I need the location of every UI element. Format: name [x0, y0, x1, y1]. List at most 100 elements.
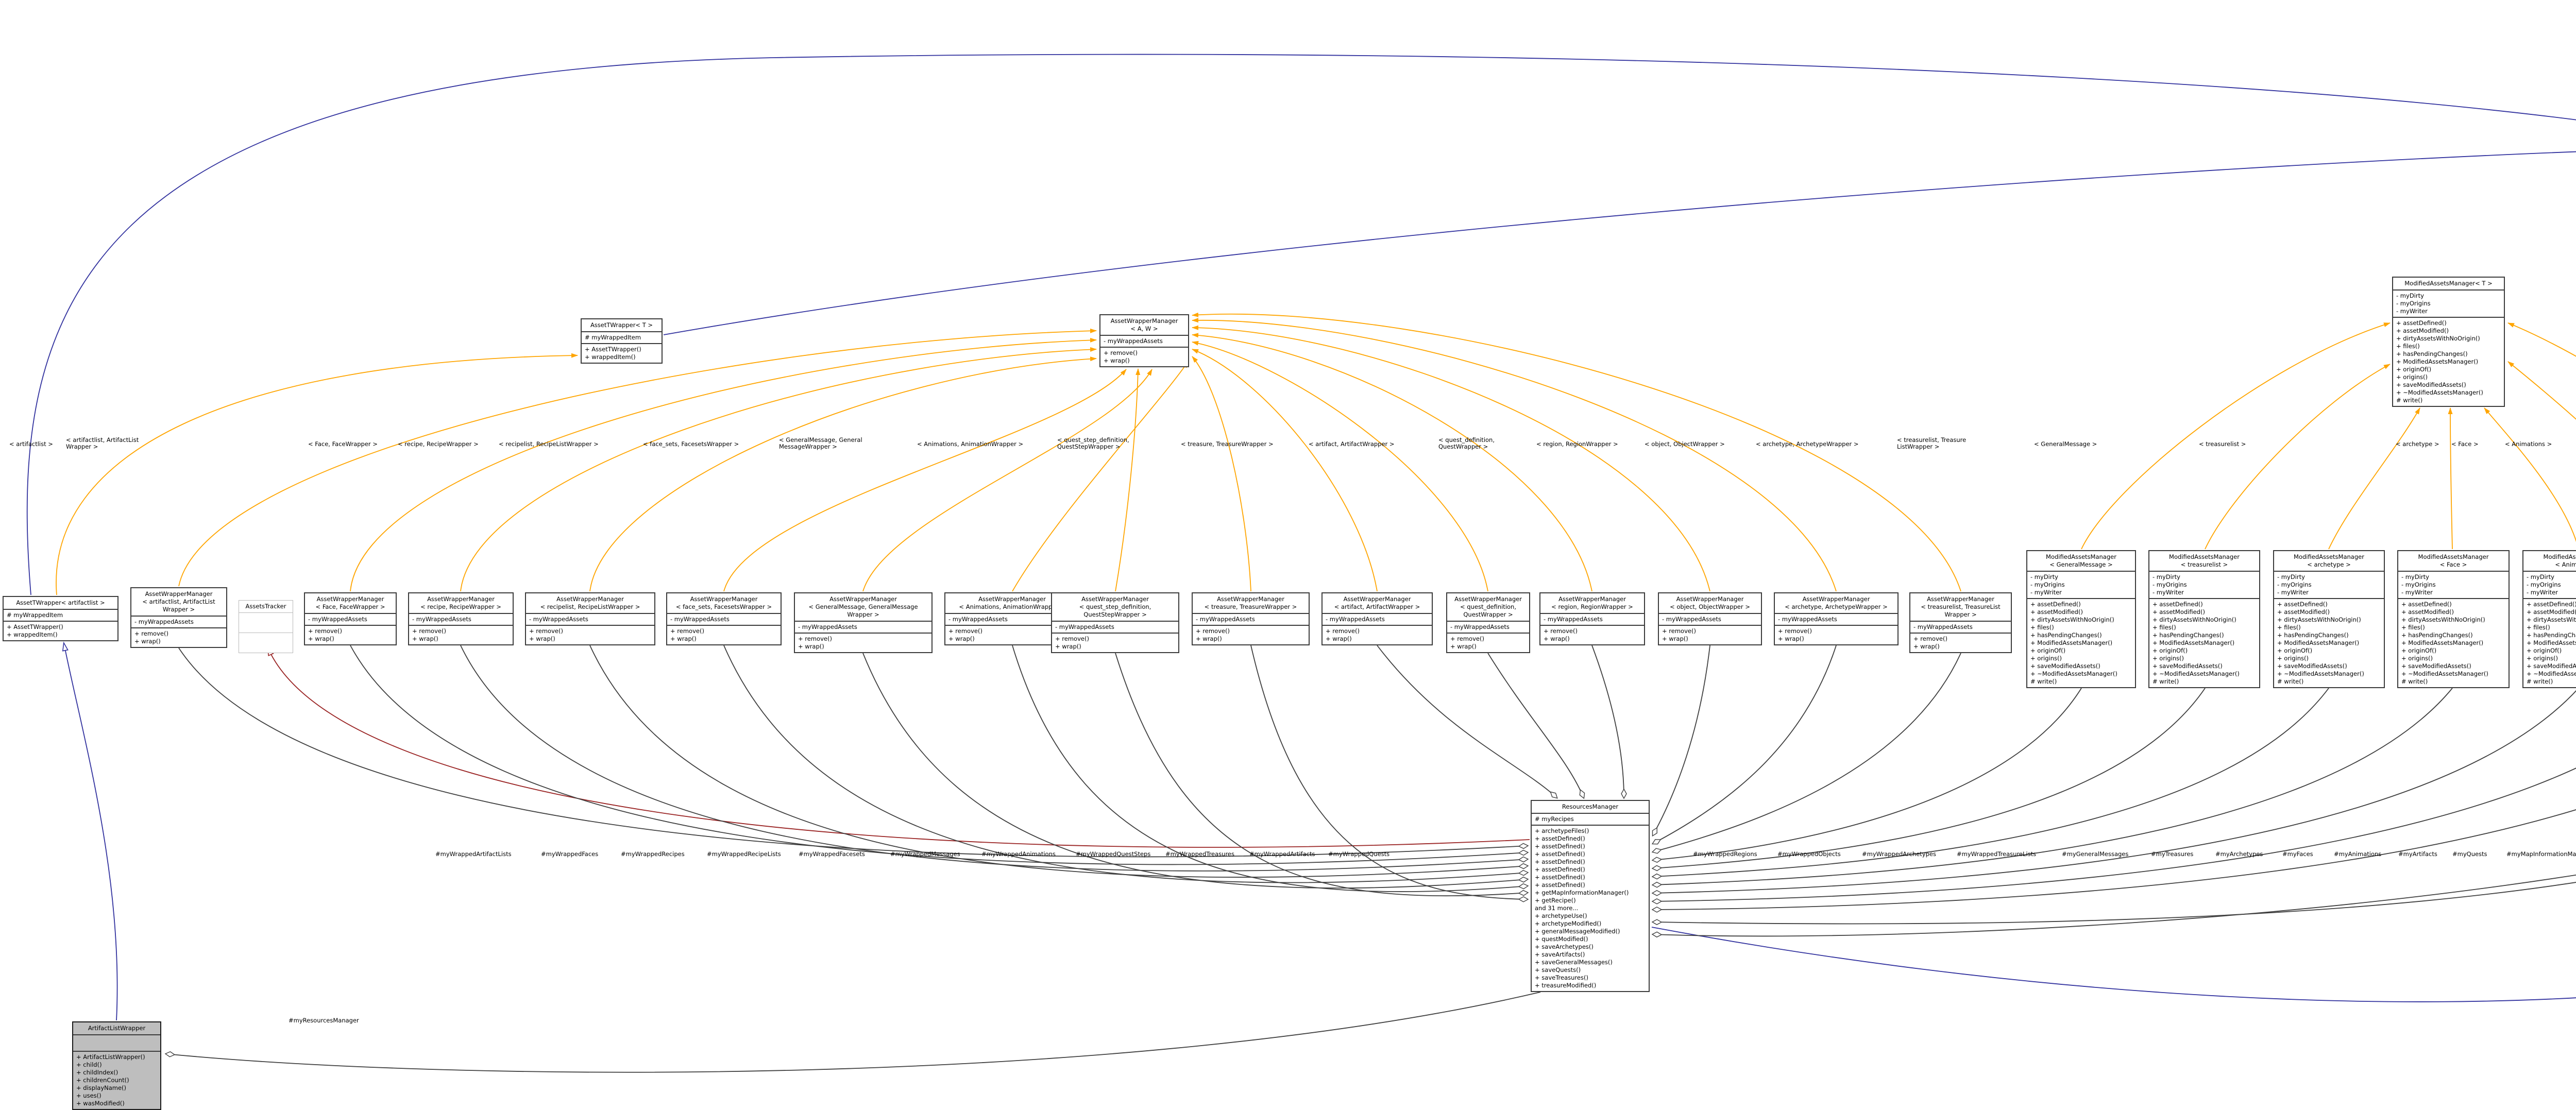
edge-label-w_recipes: #myWrappedRecipes	[621, 850, 685, 858]
class-node-mam_template[interactable]: ModifiedAssetsManager< T > - myDirty- myO…	[2392, 277, 2505, 407]
edge-label-w_archetypes: #myWrappedArchetypes	[1862, 850, 1936, 858]
methods-compartment: + AssetTWrapper()+ wrappedItem()	[582, 343, 662, 363]
methods-compartment: + AssetTWrapper()+ wrappedItem()	[4, 621, 117, 640]
class-title: AssetWrapperManager< face_sets, Facesets…	[675, 595, 772, 610]
class-node-atw_artifactlist[interactable]: AssetTWrapper< artifactlist ># myWrapped…	[3, 596, 118, 641]
edge-label-t_m_treasurelist: < treasurelist >	[2199, 440, 2246, 448]
class-node-awm_facesets[interactable]: AssetWrapperManager< face_sets, Facesets…	[666, 592, 782, 645]
attributes-compartment: - myWrappedAssets	[1659, 613, 1761, 625]
class-title: AssetTWrapper< T >	[590, 321, 653, 329]
edge-label-resourcesmgr: #myResourcesManager	[289, 1017, 359, 1024]
edge-label-w_treasurelists: #myWrappedTreasureLists	[1957, 850, 2037, 858]
attributes-compartment: - myDirty- myOrigins- myWriter	[2274, 571, 2384, 598]
edge-label-w_artifacts: #myWrappedArtifacts	[1249, 850, 1315, 858]
class-node-awm_treasurelist[interactable]: AssetWrapperManager< treasurelist, Treas…	[1909, 592, 2012, 653]
edge-label-t_treasure: < treasure, TreasureWrapper >	[1181, 440, 1274, 448]
edge-label-w_objects: #myWrappedObjects	[1777, 850, 1841, 858]
edge-label-t_generalmessage: < GeneralMessage, General MessageWrapper…	[779, 436, 862, 450]
class-title: AssetWrapperManager< A, W >	[1110, 317, 1178, 332]
attributes-compartment: - myWrappedAssets	[526, 613, 654, 625]
edge-label-t_m_generalmessage: < GeneralMessage >	[2034, 440, 2097, 448]
attributes-compartment	[239, 612, 293, 633]
class-node-awm_artifact[interactable]: AssetWrapperManager< artifact, ArtifactW…	[1321, 592, 1433, 645]
class-node-artifact_list_wrapper[interactable]: ArtifactListWrapper+ ArtifactListWrapper…	[72, 1021, 161, 1110]
edge-label-w_treasures: #myWrappedTreasures	[1165, 850, 1235, 858]
methods-compartment: + remove()+ wrap()	[1659, 625, 1761, 644]
class-node-awm_object[interactable]: AssetWrapperManager< object, ObjectWrapp…	[1658, 592, 1762, 645]
class-node-assets_tracker[interactable]: AssetsTracker	[239, 600, 293, 653]
edge-label-t_m_face: < Face >	[2451, 440, 2479, 448]
edge-label-t_recipelist: < recipelist, RecipeListWrapper >	[499, 440, 599, 448]
edge-label-w_faces: #myWrappedFaces	[541, 850, 599, 858]
attributes-compartment: - myWrappedAssets	[1447, 621, 1529, 633]
class-title: ModifiedAssetsManager< Animations >	[2543, 553, 2576, 568]
class-node-awm_questdef[interactable]: AssetWrapperManager< quest_definition,Qu…	[1446, 592, 1530, 653]
class-node-mam_face[interactable]: ModifiedAssetsManager< Face >- myDirty- …	[2397, 550, 2510, 688]
attributes-compartment: - myWrappedAssets	[1323, 613, 1432, 625]
class-node-mam_animations[interactable]: ModifiedAssetsManager< Animations > - myD…	[2522, 550, 2576, 688]
class-node-mam_treasurelist[interactable]: ModifiedAssetsManager< treasurelist >- m…	[2148, 550, 2260, 688]
methods-compartment: + remove()+ wrap()	[945, 625, 1079, 644]
class-node-awm_archetype[interactable]: AssetWrapperManager< archetype, Archetyp…	[1774, 592, 1899, 645]
edge-label-t_region: < region, RegionWrapper >	[1536, 440, 1618, 448]
class-node-awm_artifactlist[interactable]: AssetWrapperManager< artifactlist, Artif…	[130, 587, 227, 648]
methods-compartment: + remove()+ wrap()	[1052, 633, 1178, 652]
class-title: AssetWrapperManager< recipelist, RecipeL…	[540, 595, 640, 610]
edge-label-m_quests: #myQuests	[2452, 850, 2487, 858]
class-node-awm_queststep[interactable]: AssetWrapperManager< quest_step_definiti…	[1051, 592, 1179, 653]
edge-label-w_queststeps: #myWrappedQuestSteps	[1076, 850, 1151, 858]
class-node-atw_template[interactable]: AssetTWrapper< T > # myWrappedItem+ Asset…	[581, 318, 663, 364]
methods-compartment: + ArtifactListWrapper()+ child()+ childI…	[73, 1051, 160, 1109]
methods-compartment	[239, 633, 293, 653]
edge-label-w_facesets: #myWrappedFacesets	[799, 850, 865, 858]
methods-compartment: + assetDefined()+ assetModified()+ dirty…	[2274, 598, 2384, 687]
class-title: AssetWrapperManager< object, ObjectWrapp…	[1670, 595, 1750, 610]
class-title: ModifiedAssetsManager< T >	[2404, 280, 2493, 287]
attributes-compartment: # myWrappedItem	[582, 331, 662, 343]
class-node-awm_recipe[interactable]: AssetWrapperManager< recipe, RecipeWrapp…	[408, 592, 514, 645]
class-node-awm_treasure[interactable]: AssetWrapperManager< treasure, TreasureW…	[1192, 592, 1310, 645]
edge-label-m_animations: #myAnimations	[2334, 850, 2382, 858]
edge-label-mapinfomgr: #myMapInformationManager	[2506, 850, 2576, 858]
edge-label-t_m_archetype: < archetype >	[2396, 440, 2439, 448]
edge-label-t_treasurelist: < treasurelist, Treasure ListWrapper >	[1897, 436, 1967, 450]
edge-label-t_object: < object, ObjectWrapper >	[1645, 440, 1725, 448]
class-node-awm_face[interactable]: AssetWrapperManager< Face, FaceWrapper >…	[304, 592, 397, 645]
attributes-compartment: - myDirty- myOrigins- myWriter	[2027, 571, 2135, 598]
edge-label-t_facesets: < face_sets, FacesetsWrapper >	[643, 440, 739, 448]
edge-label-w_recipelists: #myWrappedRecipeLists	[707, 850, 781, 858]
attributes-compartment: - myDirty- myOrigins- myWriter	[2523, 571, 2576, 598]
class-node-awm_region[interactable]: AssetWrapperManager< region, RegionWrapp…	[1539, 592, 1645, 645]
class-node-mam_archetype[interactable]: ModifiedAssetsManager< archetype >- myDi…	[2273, 550, 2385, 688]
class-node-mam_generalmessage[interactable]: ModifiedAssetsManager< GeneralMessage >-…	[2026, 550, 2136, 688]
methods-compartment: + remove()+ wrap()	[131, 627, 226, 647]
class-node-awm_generalmessage[interactable]: AssetWrapperManager< GeneralMessage, Gen…	[794, 592, 933, 653]
attributes-compartment: - myDirty- myOrigins- myWriter	[2393, 289, 2504, 317]
methods-compartment: + remove()+ wrap()	[305, 625, 396, 644]
methods-compartment: + remove()+ wrap()	[1100, 347, 1188, 366]
methods-compartment: + remove()+ wrap()	[1540, 625, 1644, 644]
attributes-compartment: - myWrappedAssets	[667, 613, 781, 625]
class-title: AssetsTracker	[245, 603, 286, 610]
class-node-resources_manager[interactable]: ResourcesManager# myRecipes+ archetypeFi…	[1531, 800, 1650, 992]
attributes-compartment: - myWrappedAssets	[1052, 621, 1178, 633]
class-title: AssetWrapperManager< GeneralMessage, Gen…	[808, 595, 918, 618]
edge-label-w_artifactlists: #myWrappedArtifactLists	[435, 850, 512, 858]
edge-label-m_faces: #myFaces	[2282, 850, 2313, 858]
class-node-awm_recipelist[interactable]: AssetWrapperManager< recipelist, RecipeL…	[525, 592, 655, 645]
attributes-compartment: - myWrappedAssets	[795, 621, 931, 633]
methods-compartment: + archetypeFiles()+ assetDefined()+ asse…	[1532, 825, 1649, 991]
class-title: AssetWrapperManager< region, RegionWrapp…	[1551, 595, 1633, 610]
class-title: AssetWrapperManager< treasure, TreasureW…	[1204, 595, 1297, 610]
class-title: AssetWrapperManager< Face, FaceWrapper >	[315, 595, 385, 610]
edge-label-t_recipe: < recipe, RecipeWrapper >	[398, 440, 479, 448]
attributes-compartment: - myWrappedAssets	[409, 613, 513, 625]
class-title: AssetWrapperManager< artifactlist, Artif…	[142, 590, 215, 613]
attributes-compartment: - myWrappedAssets	[1540, 613, 1644, 625]
class-node-awm_template[interactable]: AssetWrapperManager< A, W >- myWrappedAs…	[1099, 314, 1189, 367]
methods-compartment: + remove()+ wrap()	[1447, 633, 1529, 652]
attributes-compartment: # myRecipes	[1532, 813, 1649, 825]
class-title: AssetWrapperManager< artifact, ArtifactW…	[1334, 595, 1420, 610]
